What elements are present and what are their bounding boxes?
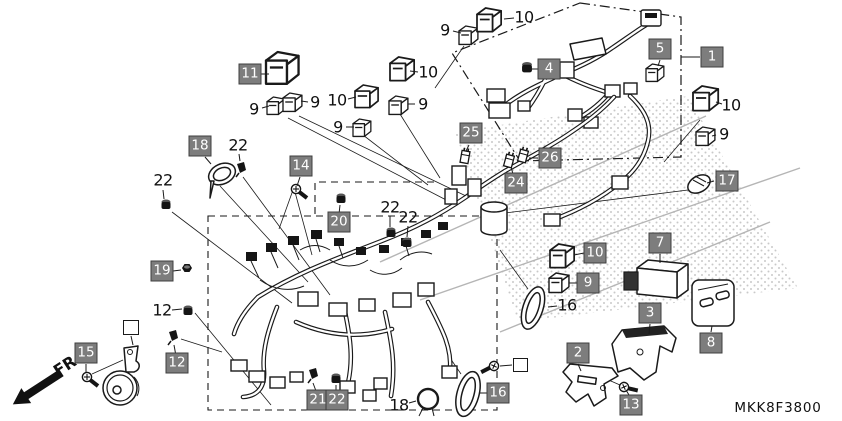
cover-8-icon <box>691 279 735 327</box>
relay-5-icon <box>645 63 665 83</box>
grommet-icon <box>331 373 341 383</box>
part-code: MKK8F3800 <box>734 400 822 416</box>
callout-12[interactable]: 12 <box>165 352 189 374</box>
callout-13[interactable]: 13 <box>619 394 643 416</box>
callout-22: 22 <box>380 197 400 217</box>
screw-icon <box>289 182 309 200</box>
relay-10-icon <box>476 7 503 33</box>
relay-9-icon <box>388 95 409 116</box>
callout-11[interactable]: 11 <box>238 63 262 85</box>
callout-9[interactable]: 9 <box>576 272 600 294</box>
region1-boundary <box>451 2 682 162</box>
grommet-icon <box>161 199 171 209</box>
lower-region-boundary <box>207 215 498 411</box>
relay-9-icon <box>548 272 570 294</box>
harness-top-section <box>486 9 662 227</box>
ring-18-icon <box>416 387 440 417</box>
callout-15[interactable]: 15 <box>74 342 98 364</box>
callout-22: 22 <box>153 170 173 190</box>
nut-icon <box>182 264 192 272</box>
grommet-icon <box>183 305 193 315</box>
relay-11-icon <box>264 50 300 85</box>
callout-10: 10 <box>418 62 438 82</box>
callout-18: 18 <box>389 395 409 415</box>
callout-14[interactable]: 14 <box>289 155 313 177</box>
screw-icon <box>80 370 100 388</box>
callout-16[interactable]: 16 <box>486 382 510 404</box>
callout-10: 10 <box>327 90 347 110</box>
callout-22: 22 <box>228 135 248 155</box>
callout-8[interactable]: 8 <box>699 332 723 354</box>
relay-10-icon <box>354 84 379 109</box>
relay-9-icon <box>266 96 286 116</box>
callout-16: 16 <box>557 295 577 315</box>
cover-17-icon <box>687 174 711 194</box>
callout-2[interactable]: 2 <box>566 342 590 364</box>
relay-9-icon <box>352 118 372 138</box>
callout-19[interactable]: 19 <box>150 260 174 282</box>
relay-10-icon <box>692 85 720 112</box>
callout-12: 12 <box>152 300 172 320</box>
grommet-icon <box>402 237 412 247</box>
empty-callout-box <box>513 358 528 372</box>
relay-10-icon <box>549 243 576 269</box>
callout-24[interactable]: 24 <box>504 172 528 194</box>
empty-callout-box <box>123 320 139 335</box>
clip-icon <box>235 161 247 178</box>
clip-icon <box>167 329 179 346</box>
harness-main-section <box>230 97 614 402</box>
main-fuse-cylinder <box>480 201 508 236</box>
callout-9: 9 <box>719 124 729 144</box>
relay-10-icon <box>389 56 416 82</box>
grommet-icon <box>386 227 396 237</box>
callout-5[interactable]: 5 <box>648 38 672 60</box>
callout-9: 9 <box>249 99 259 119</box>
relay-9-icon <box>282 92 303 113</box>
callout-7[interactable]: 7 <box>648 232 672 254</box>
ecu-icon <box>623 259 689 299</box>
bracket-3-icon <box>611 325 677 381</box>
callout-20[interactable]: 20 <box>327 211 351 233</box>
callout-18[interactable]: 18 <box>188 135 212 157</box>
callout-1[interactable]: 1 <box>700 46 724 68</box>
band-18-icon <box>207 162 237 199</box>
callout-17[interactable]: 17 <box>715 170 739 192</box>
callout-9: 9 <box>333 117 343 137</box>
grommet-icon <box>336 193 346 203</box>
fr-direction-arrow: FR. <box>12 348 85 405</box>
callout-3[interactable]: 3 <box>638 302 662 324</box>
tube-16-icon <box>520 286 546 330</box>
callout-22: 22 <box>398 207 418 227</box>
lower-region-step <box>314 181 434 214</box>
clip-icon <box>307 367 319 384</box>
tube-16-icon <box>455 370 481 418</box>
callout-10: 10 <box>721 95 741 115</box>
bracket-2-icon <box>562 363 619 407</box>
callout-9: 9 <box>440 20 450 40</box>
callout-22[interactable]: 22 <box>325 389 349 411</box>
horn-icon <box>102 345 140 406</box>
grommet-icon <box>522 61 532 73</box>
callout-9: 9 <box>310 92 320 112</box>
callout-10: 10 <box>514 7 534 27</box>
callout-21[interactable]: 21 <box>306 389 330 411</box>
callout-26[interactable]: 26 <box>538 147 562 169</box>
callout-4[interactable]: 4 <box>537 58 561 80</box>
callout-9: 9 <box>418 94 428 114</box>
callout-10[interactable]: 10 <box>583 242 607 264</box>
relay-9-icon <box>458 25 479 46</box>
callout-25[interactable]: 25 <box>459 122 483 144</box>
